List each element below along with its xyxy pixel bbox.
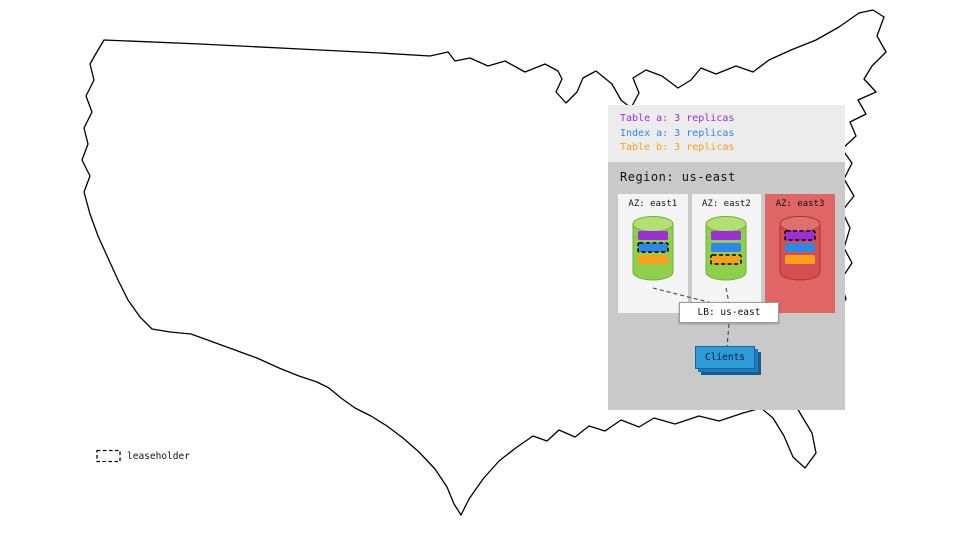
region-us-east: Region: us-east AZ: east1 AZ: east2 (608, 162, 845, 410)
connector-lines (652, 287, 730, 348)
connector-east2-to-lb (725, 287, 730, 304)
replica-bar-index-a (711, 243, 742, 252)
connector-lb-to-clients (726, 323, 730, 348)
replica-bar-table-b (784, 255, 815, 264)
replica-legend: Table a: 3 replicas Index a: 3 replicas … (608, 105, 845, 162)
database-cylinder (779, 216, 821, 281)
replica-bar-index-a (784, 243, 815, 252)
replica-bar-table-a (784, 230, 816, 241)
replica-bar-table-a (711, 231, 742, 240)
replica-bar-table-b (637, 255, 668, 264)
legend-table-b: Table b: 3 replicas (620, 142, 735, 153)
connector-east1-to-lb (652, 287, 713, 304)
replica-bar-index-a (637, 242, 669, 253)
leaseholder-legend-label: leaseholder (127, 450, 190, 462)
az-east3-label: AZ: east3 (775, 199, 825, 209)
overlay-panel: Table a: 3 replicas Index a: 3 replicas … (608, 105, 845, 410)
database-cylinder (705, 216, 747, 281)
az-east2-label: AZ: east2 (702, 199, 751, 209)
az-east2: AZ: east2 (691, 194, 762, 313)
az-east1-label: AZ: east1 (628, 199, 678, 209)
az-row: AZ: east1 AZ: east2 (618, 194, 835, 313)
database-cylinder (632, 216, 674, 281)
leaseholder-dashed-box-icon (96, 449, 121, 463)
region-title: Region: us-east (620, 170, 736, 184)
leaseholder-legend: leaseholder (96, 449, 190, 463)
legend-table-a: Table a: 3 replicas (620, 113, 735, 124)
clients-node: Clients (695, 346, 755, 369)
replica-bar-table-b (710, 254, 743, 265)
az-east1: AZ: east1 (618, 194, 688, 313)
az-east3: AZ: east3 (765, 194, 835, 313)
replica-bar-table-a (637, 231, 668, 240)
load-balancer-node: LB: us-east (679, 302, 779, 323)
legend-index-a: Index a: 3 replicas (620, 127, 735, 139)
